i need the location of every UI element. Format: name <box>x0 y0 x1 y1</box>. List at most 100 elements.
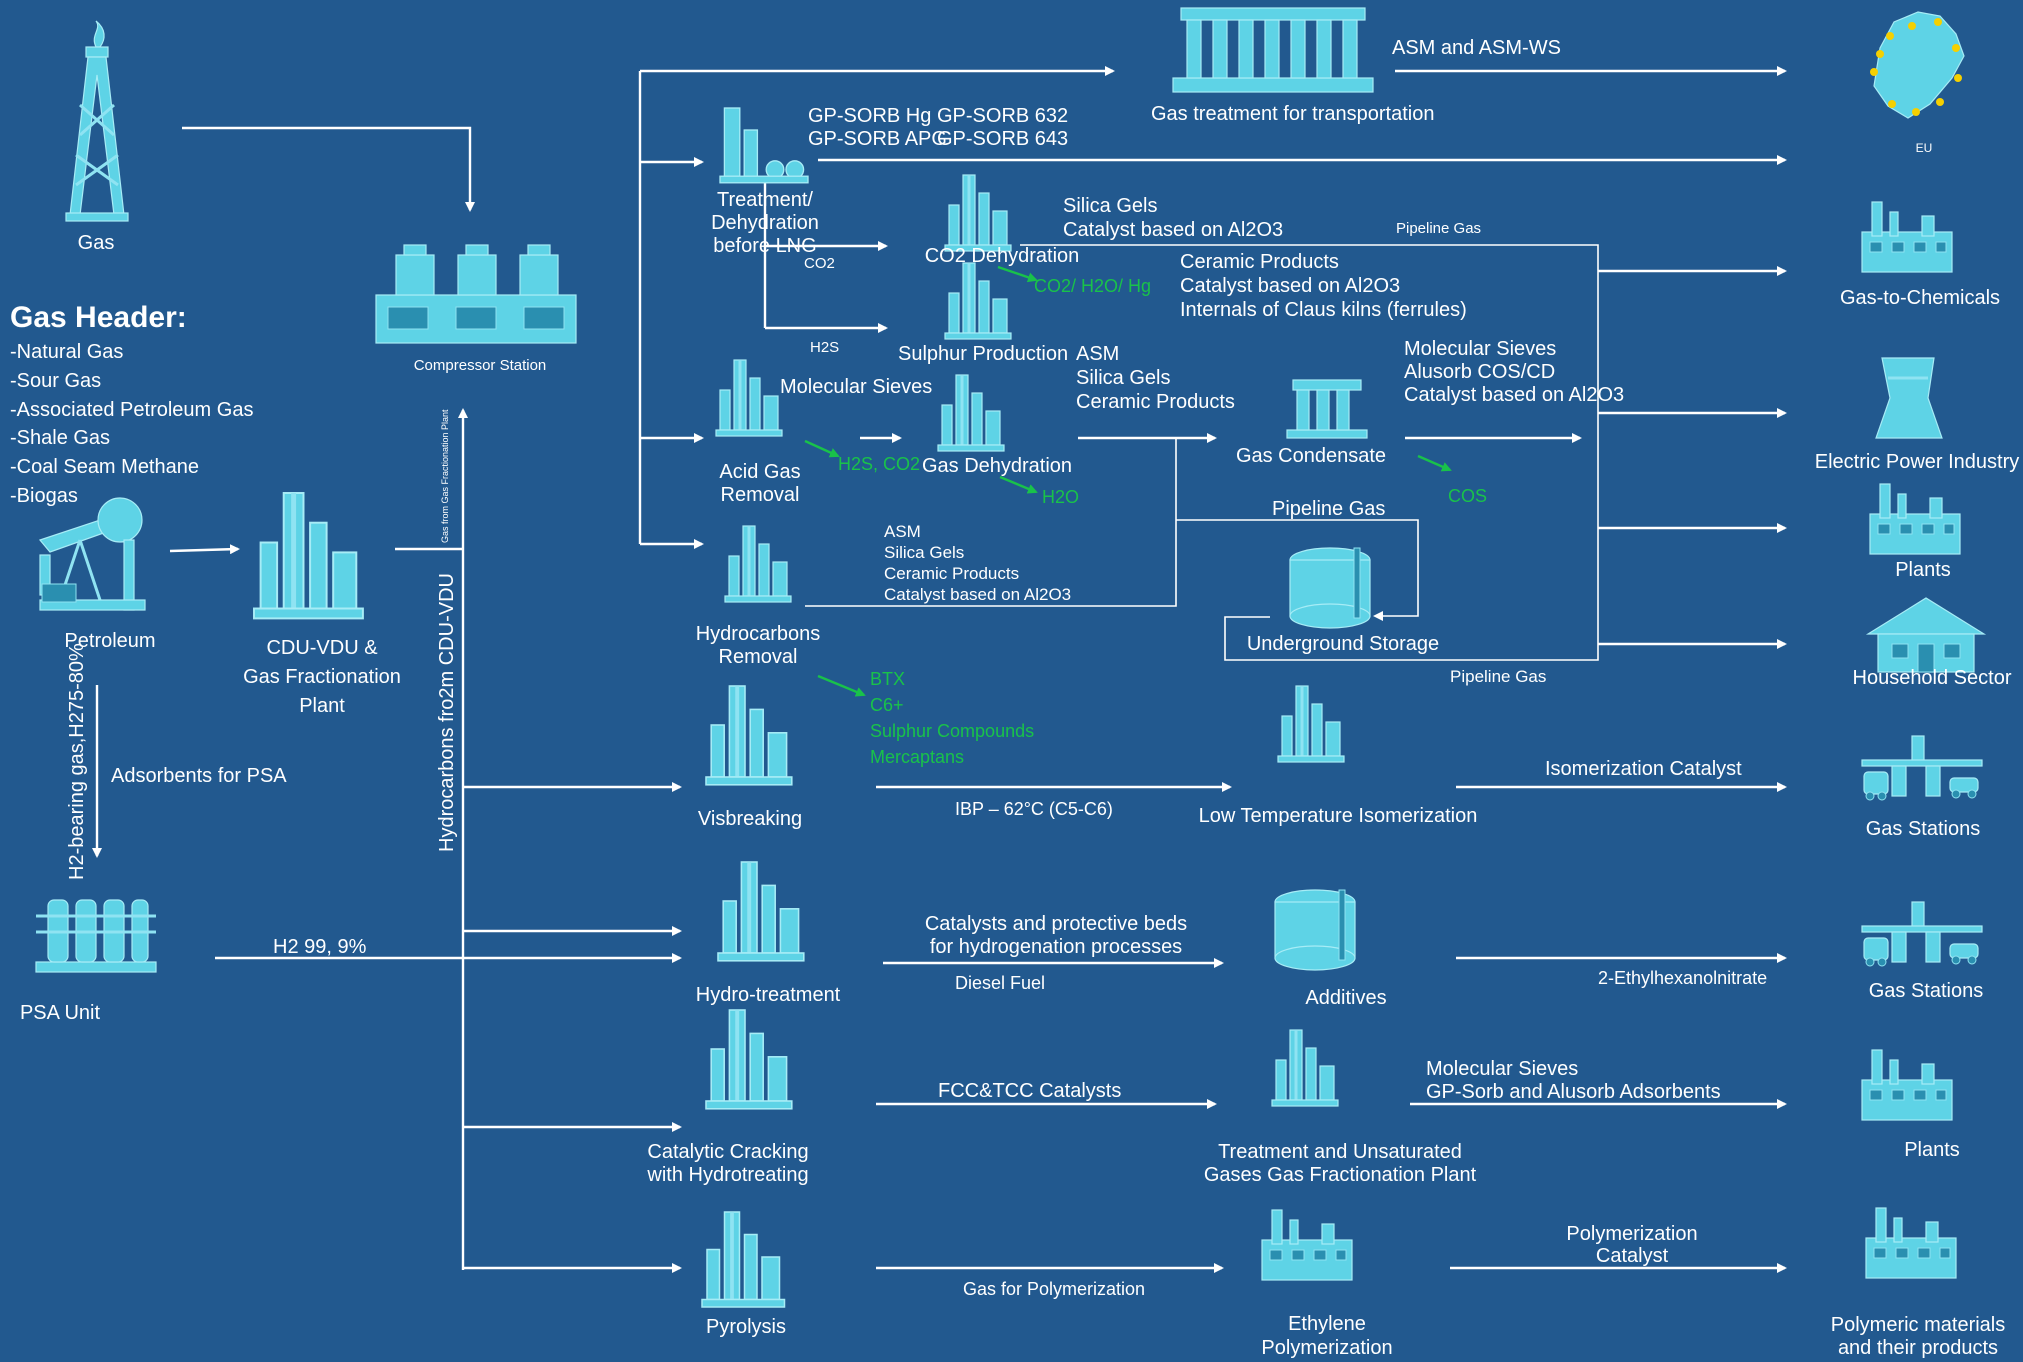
polymeric-label: and their products <box>1838 1337 1998 1359</box>
cos-label: COS <box>1448 486 1487 506</box>
poly-catalyst-label: Catalyst <box>1596 1245 1669 1267</box>
eu-label: EU <box>1916 141 1933 155</box>
ibp-label: IBP – 62°C (C5-C6) <box>955 799 1113 819</box>
gas-condensate-label: Gas Condensate <box>1236 445 1386 467</box>
gas-dehydration-label: Gas Dehydration <box>922 455 1072 477</box>
cdu-label: CDU-VDU & <box>266 637 378 659</box>
gas-condensate-icon <box>1286 379 1368 439</box>
gp-sorb-label: GP-SORB APG <box>808 128 947 150</box>
cdu-label: Plant <box>299 695 345 717</box>
refinery-column-icon <box>254 493 363 618</box>
treatment-dehydration-label: Dehydration <box>711 212 819 234</box>
catalytic-cracking-label: with Hydrotreating <box>646 1164 808 1186</box>
mol-sieves-gp-label: GP-Sorb and Alusorb Adsorbents <box>1426 1081 1721 1103</box>
h2o-label: H2O <box>1042 487 1079 507</box>
visbreaking-icon <box>704 684 794 787</box>
additives-label: Additives <box>1305 987 1386 1009</box>
pumpjack-icon <box>38 497 146 611</box>
psa-unit-icon <box>35 899 157 973</box>
gas-header-item: -Associated Petroleum Gas <box>10 399 253 421</box>
gas-station-icon <box>1861 735 1983 801</box>
gas-well-icon <box>65 20 129 222</box>
sulphur-compounds-label: Sulphur Compounds <box>870 721 1034 741</box>
hc-removal-label: Hydrocarbons <box>696 623 821 645</box>
mol-sieves-gp-label: Molecular Sieves <box>1426 1058 1578 1080</box>
co2-dehydration-label: CO2 Dehydration <box>925 245 1080 267</box>
ceramic-label: Ceramic Products <box>1180 251 1339 273</box>
gas-header-title: Gas Header: <box>10 301 187 334</box>
h2-bearing-label: H2-bearing gas,H275-80% <box>66 643 88 880</box>
pyrolysis-icon <box>700 1210 787 1309</box>
hc-product-label: Catalyst based on Al2O3 <box>884 585 1071 604</box>
gas-label: Gas <box>78 232 115 254</box>
additives-tank-icon <box>1274 889 1356 971</box>
ethylene-polymerization-icon <box>1261 1209 1353 1281</box>
plants-factory-icon-2 <box>1861 1049 1953 1121</box>
poly-catalyst-label: Polymerization <box>1566 1223 1697 1245</box>
mercaptans-label: Mercaptans <box>870 747 964 767</box>
isomerization-label: Low Temperature Isomerization <box>1199 805 1478 827</box>
polymeric-factory-icon <box>1865 1207 1957 1279</box>
molecular-sieves-label: Molecular Sieves <box>780 376 932 398</box>
gp-sorb-label: GP-SORB 632 <box>937 105 1068 127</box>
co2-dehydration-icon <box>943 173 1013 253</box>
cdu-label: Gas Fractionation <box>243 666 401 688</box>
hydrocarbons-removal-icon <box>723 524 793 604</box>
pyrolysis-label: Pyrolysis <box>706 1316 786 1338</box>
gas-header-item: -Coal Seam Methane <box>10 456 199 478</box>
pipeline-gas-label-3: Pipeline Gas <box>1450 667 1546 686</box>
connectors <box>92 66 1787 1273</box>
treatment-dehydration-icon <box>719 107 809 184</box>
h2s-label: H2S <box>810 339 839 356</box>
hydrocarbons-vertical-label: Hydrocarbons fro2m CDU-VDU <box>436 573 458 852</box>
gas-treatment-facility-icon <box>1172 7 1374 93</box>
power-plant-cooling-tower-icon <box>1875 357 1943 439</box>
household-label: Household Sector <box>1853 667 2012 689</box>
storage-tank-icon <box>1289 547 1371 629</box>
btx-label: BTX <box>870 669 905 689</box>
gas-fractionation-vertical-label: Gas from Gas Fractionation Plant <box>440 409 450 543</box>
gas-header-item: -Shale Gas <box>10 427 110 449</box>
polymeric-label: Polymeric materials <box>1831 1314 2005 1336</box>
compressor-icon <box>375 244 577 344</box>
gas-to-chemicals-factory-icon <box>1861 201 1953 273</box>
acid-gas-label: Removal <box>721 484 800 506</box>
house-icon <box>1865 597 1987 673</box>
gas-to-chemicals-label: Gas-to-Chemicals <box>1840 287 2000 309</box>
gas-dehydration-icon <box>936 373 1006 453</box>
gas-header-item: -Sour Gas <box>10 370 101 392</box>
isomerization-catalyst-label: Isomerization Catalyst <box>1545 758 1742 780</box>
catalysts-beds-label: for hydrogenation processes <box>930 936 1182 958</box>
plants-label-2: Plants <box>1904 1139 1960 1161</box>
adsorbents-psa-label: Adsorbents for PSA <box>111 765 287 787</box>
gas-station-icon-2 <box>1861 901 1983 967</box>
isomerization-icon <box>1276 684 1346 764</box>
asm-label: Silica Gels <box>1076 367 1170 389</box>
catalyst-label: Catalyst based on Al2O3 <box>1063 219 1283 241</box>
asm-ws-label: ASM and ASM-WS <box>1392 37 1561 59</box>
gas-header-item: -Natural Gas <box>10 341 123 363</box>
sulphur-production-icon <box>943 261 1013 341</box>
plants-label: Plants <box>1895 559 1951 581</box>
fcc-label: FCC&TCC Catalysts <box>938 1080 1121 1102</box>
pipeline-gas-label: Pipeline Gas <box>1396 220 1481 237</box>
h2-purity-label: H2 99, 9% <box>273 936 367 958</box>
gp-sorb-label: GP-SORB Hg <box>808 105 931 127</box>
diesel-fuel-label: Diesel Fuel <box>955 973 1045 993</box>
europe-map-icon <box>1870 11 1965 119</box>
labels: Gas Compressor Station Gas Header: -Natu… <box>10 37 2019 1359</box>
h2s-co2-label: H2S, CO2 <box>838 454 920 474</box>
asm-label: ASM <box>1076 343 1119 365</box>
gas-for-poly-label: Gas for Polymerization <box>963 1279 1145 1299</box>
plants-factory-icon <box>1869 483 1961 555</box>
underground-storage-label: Underground Storage <box>1247 633 1439 655</box>
hc-product-label: ASM <box>884 522 921 541</box>
treatment-dehydration-label: before LNG <box>713 235 816 257</box>
acid-gas-removal-icon <box>714 358 784 438</box>
c6-label: C6+ <box>870 695 904 715</box>
ceramic-label: Catalyst based on Al2O3 <box>1180 275 1400 297</box>
pipeline-gas-label-2: Pipeline Gas <box>1272 498 1385 520</box>
treatment-dehydration-label: Treatment/ <box>717 189 813 211</box>
gas-treatment-label: Gas treatment for transportation <box>1151 103 1434 125</box>
